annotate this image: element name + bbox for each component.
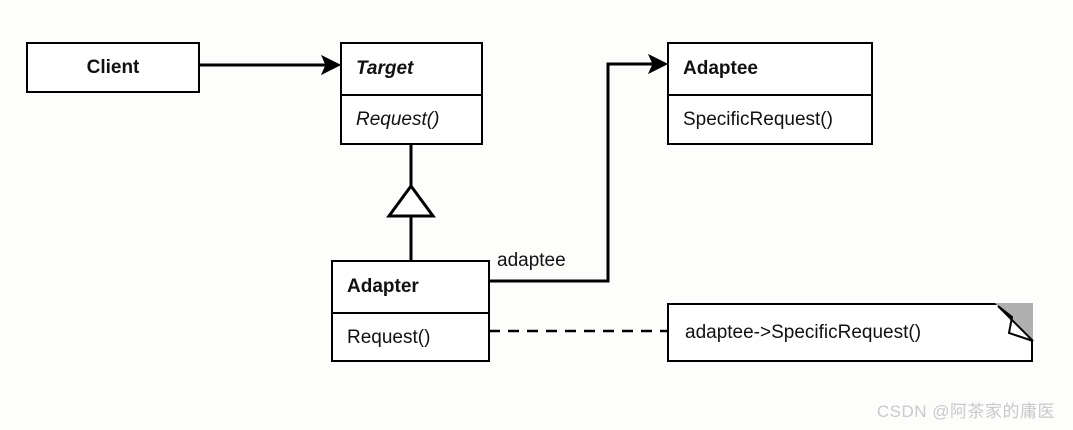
- association-label-adaptee: adaptee: [497, 250, 566, 271]
- class-operation-adaptee-specificrequest: SpecificRequest(): [669, 94, 871, 144]
- uml-class-client[interactable]: Client: [26, 42, 200, 93]
- arrowhead-filled-target: [320, 54, 342, 76]
- association-line-adapter-adaptee: [490, 62, 659, 283]
- arrowhead-filled-adaptee: [647, 53, 669, 75]
- class-name-adapter: Adapter: [347, 276, 419, 297]
- class-operation-target-request: Request(): [342, 94, 481, 144]
- note-text: adaptee->SpecificRequest(): [685, 321, 922, 343]
- uml-class-target[interactable]: Target Request(): [340, 42, 483, 145]
- class-name-target: Target: [356, 58, 414, 79]
- connector-adapter-to-adaptee: [490, 53, 669, 283]
- connector-client-to-target: [200, 54, 342, 76]
- arrowhead-hollow-triangle-inheritance: [386, 183, 436, 218]
- class-name-client: Client: [86, 56, 140, 78]
- csdn-watermark: CSDN @阿茶家的庸医: [876, 402, 1055, 421]
- uml-class-adaptee[interactable]: Adaptee SpecificRequest(): [667, 42, 873, 145]
- uml-class-adapter[interactable]: Adapter Request(): [331, 260, 490, 362]
- uml-note-adapter-request[interactable]: adaptee->SpecificRequest(): [667, 303, 1033, 362]
- class-operation-adapter-request: Request(): [333, 312, 488, 362]
- class-name-adaptee: Adaptee: [683, 58, 758, 79]
- connector-adapter-to-target: [386, 145, 436, 261]
